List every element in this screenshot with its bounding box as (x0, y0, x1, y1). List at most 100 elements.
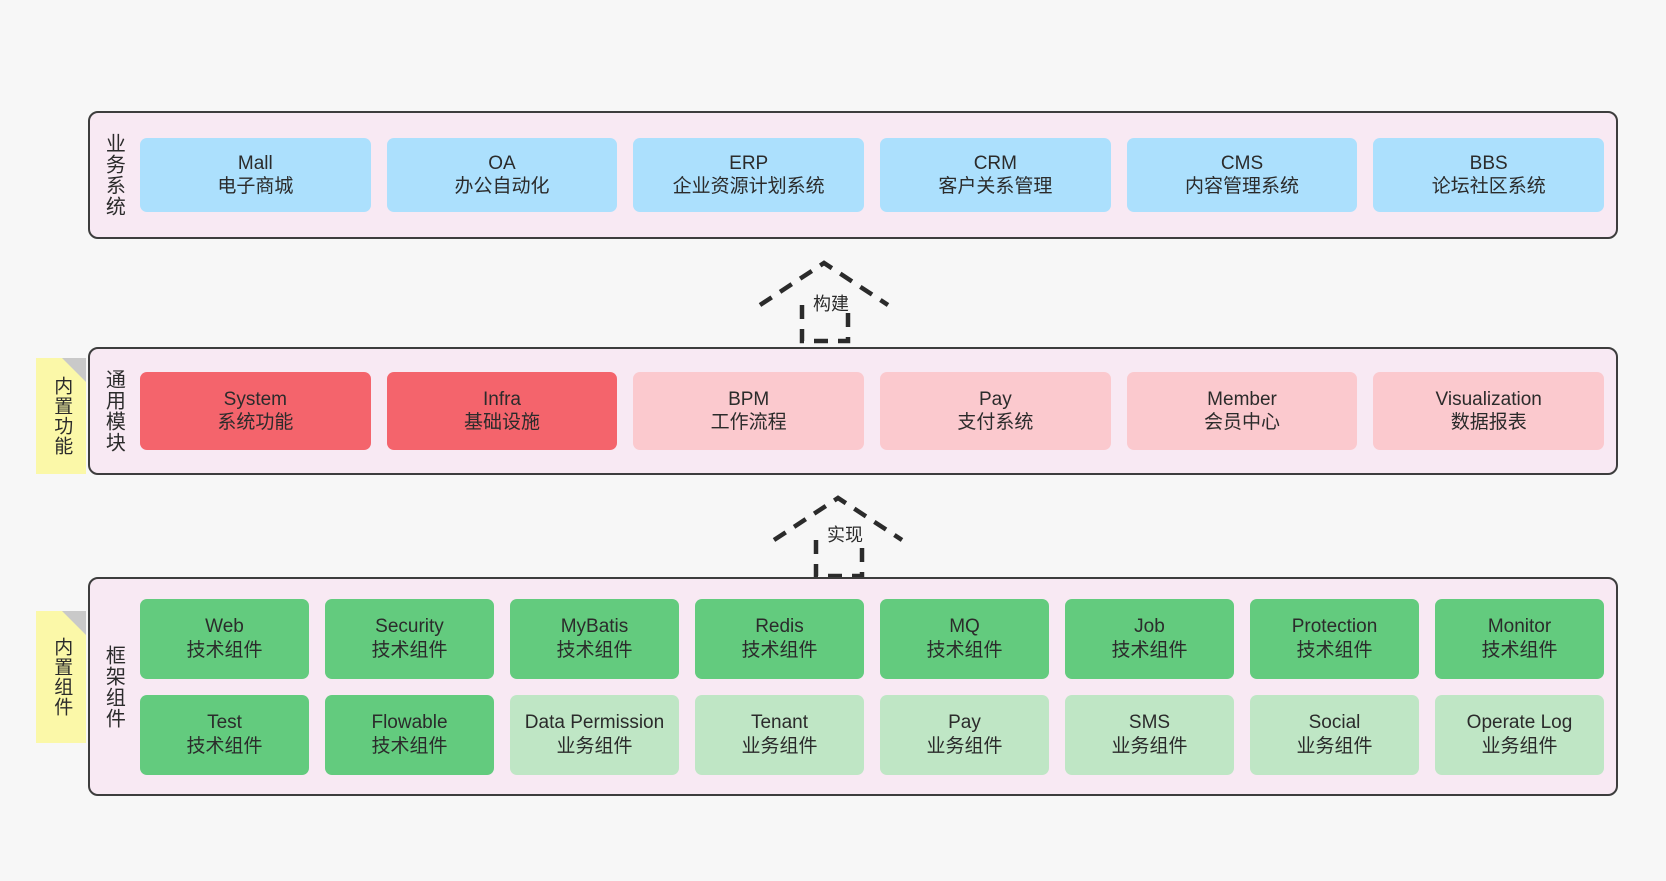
layer-business-system: 业务系统 Mall 电子商城 OA 办公自动化 ERP 企业资源计划系统 CRM (88, 111, 1618, 239)
common-module-row: System 系统功能 Infra 基础设施 BPM 工作流程 Pay 支付系统… (140, 372, 1605, 450)
card-protection[interactable]: Protection 技术组件 (1250, 598, 1419, 679)
card-member-name: Member (1207, 388, 1277, 410)
framework-tech-row: Web 技术组件 Security 技术组件 MyBatis 技术组件 Redi… (140, 598, 1604, 679)
card-pay-module-desc: 支付系统 (957, 412, 1034, 433)
card-tenant-desc: 业务组件 (741, 735, 818, 757)
card-web-name: Web (205, 616, 244, 638)
card-sms-desc: 业务组件 (1111, 735, 1188, 757)
card-mq[interactable]: MQ 技术组件 (880, 598, 1049, 679)
card-crm[interactable]: CRM 客户关系管理 (880, 138, 1111, 212)
card-member[interactable]: Member 会员中心 (1126, 372, 1358, 450)
connector-build-label: 构建 (813, 294, 849, 314)
sticky-note-builtin-features: 内置功能 (36, 358, 86, 474)
card-flowable-desc: 技术组件 (371, 735, 448, 757)
card-data-permission-name: Data Permission (524, 712, 665, 734)
layer-framework-component-title: 框架组件 (102, 644, 125, 729)
card-test[interactable]: Test 技术组件 (140, 694, 309, 775)
card-mq-name: MQ (949, 616, 980, 638)
card-erp-desc: 企业资源计划系统 (672, 176, 825, 197)
card-sms[interactable]: SMS 业务组件 (1065, 694, 1234, 775)
card-security[interactable]: Security 技术组件 (325, 598, 494, 679)
card-system-desc: 系统功能 (217, 412, 294, 433)
card-cms[interactable]: CMS 内容管理系统 (1126, 138, 1358, 212)
card-visualization-name: Visualization (1435, 388, 1542, 410)
card-social-name: Social (1308, 712, 1361, 734)
sticky-fold-icon (62, 611, 86, 635)
card-bbs[interactable]: BBS 论坛社区系统 (1373, 138, 1605, 212)
card-bbs-desc: 论坛社区系统 (1431, 176, 1546, 197)
card-mybatis-name: MyBatis (560, 616, 629, 638)
card-operate-log-name: Operate Log (1466, 712, 1573, 734)
card-tenant[interactable]: Tenant 业务组件 (695, 694, 864, 775)
card-crm-desc: 客户关系管理 (938, 176, 1053, 197)
layer-framework-component-body: Web 技术组件 Security 技术组件 MyBatis 技术组件 Redi… (136, 579, 1616, 794)
card-pay-module[interactable]: Pay 支付系统 (880, 372, 1111, 450)
layer-framework-component: 框架组件 Web 技术组件 Security 技术组件 MyBatis 技术组件… (88, 577, 1618, 796)
card-test-desc: 技术组件 (186, 735, 263, 757)
card-infra-desc: 基础设施 (464, 412, 541, 433)
card-social[interactable]: Social 业务组件 (1250, 694, 1419, 775)
card-cms-desc: 内容管理系统 (1185, 176, 1300, 197)
card-flowable-name: Flowable (371, 712, 448, 734)
card-system-name: System (223, 388, 288, 410)
card-crm-name: CRM (973, 152, 1017, 174)
card-job-desc: 技术组件 (1111, 639, 1188, 661)
card-mall-desc: 电子商城 (217, 176, 294, 197)
card-mq-desc: 技术组件 (926, 639, 1003, 661)
card-bpm[interactable]: BPM 工作流程 (633, 372, 865, 450)
card-bpm-name: BPM (728, 388, 770, 410)
card-oa-desc: 办公自动化 (454, 176, 550, 197)
card-protection-desc: 技术组件 (1296, 639, 1373, 661)
card-pay-component-name: Pay (948, 712, 981, 734)
card-tenant-name: Tenant (750, 712, 809, 734)
card-oa-name: OA (488, 152, 516, 174)
card-redis-name: Redis (755, 616, 804, 638)
sticky-note-builtin-components: 内置组件 (36, 611, 86, 743)
card-cms-name: CMS (1220, 152, 1264, 174)
business-system-row: Mall 电子商城 OA 办公自动化 ERP 企业资源计划系统 CRM 客户关系… (140, 138, 1605, 212)
card-member-desc: 会员中心 (1204, 412, 1281, 433)
card-bpm-desc: 工作流程 (710, 412, 787, 433)
sticky-fold-icon (62, 358, 86, 382)
card-infra[interactable]: Infra 基础设施 (386, 372, 618, 450)
card-infra-name: Infra (482, 388, 522, 410)
card-redis[interactable]: Redis 技术组件 (695, 598, 864, 679)
card-job[interactable]: Job 技术组件 (1065, 598, 1234, 679)
card-flowable[interactable]: Flowable 技术组件 (325, 694, 494, 775)
card-job-name: Job (1134, 616, 1165, 638)
card-mall[interactable]: Mall 电子商城 (140, 138, 371, 212)
card-pay-component[interactable]: Pay 业务组件 (880, 694, 1049, 775)
card-redis-desc: 技术组件 (741, 639, 818, 661)
card-erp[interactable]: ERP 企业资源计划系统 (633, 138, 865, 212)
connector-implement-label: 实现 (827, 525, 863, 545)
card-bbs-name: BBS (1469, 152, 1508, 174)
layer-business-system-title: 业务系统 (102, 133, 125, 217)
card-monitor[interactable]: Monitor 技术组件 (1435, 598, 1604, 679)
card-system[interactable]: System 系统功能 (140, 372, 371, 450)
sticky-note-builtin-components-label: 内置组件 (51, 637, 73, 717)
card-mall-name: Mall (237, 152, 273, 174)
layer-common-module-body: System 系统功能 Infra 基础设施 BPM 工作流程 Pay 支付系统… (136, 349, 1616, 473)
framework-business-row: Test 技术组件 Flowable 技术组件 Data Permission … (140, 694, 1604, 775)
layer-common-module-title: 通用模块 (102, 369, 125, 453)
card-security-desc: 技术组件 (371, 639, 448, 661)
card-pay-module-name: Pay (978, 388, 1012, 410)
card-security-name: Security (375, 616, 444, 638)
card-operate-log-desc: 业务组件 (1481, 735, 1558, 757)
card-protection-name: Protection (1291, 616, 1378, 638)
sticky-note-builtin-features-label: 内置功能 (51, 376, 73, 456)
card-data-permission-desc: 业务组件 (556, 735, 633, 757)
card-data-permission[interactable]: Data Permission 业务组件 (510, 694, 679, 775)
card-operate-log[interactable]: Operate Log 业务组件 (1435, 694, 1604, 775)
layer-common-module: 通用模块 System 系统功能 Infra 基础设施 BPM 工作流程 Pay (88, 347, 1618, 475)
card-oa[interactable]: OA 办公自动化 (386, 138, 618, 212)
layer-business-system-body: Mall 电子商城 OA 办公自动化 ERP 企业资源计划系统 CRM 客户关系… (136, 113, 1616, 237)
card-mybatis[interactable]: MyBatis 技术组件 (510, 598, 679, 679)
card-monitor-name: Monitor (1487, 616, 1552, 638)
card-web[interactable]: Web 技术组件 (140, 598, 309, 679)
card-social-desc: 业务组件 (1296, 735, 1373, 757)
card-pay-component-desc: 业务组件 (926, 735, 1003, 757)
card-test-name: Test (207, 712, 242, 734)
card-visualization[interactable]: Visualization 数据报表 (1373, 372, 1605, 450)
